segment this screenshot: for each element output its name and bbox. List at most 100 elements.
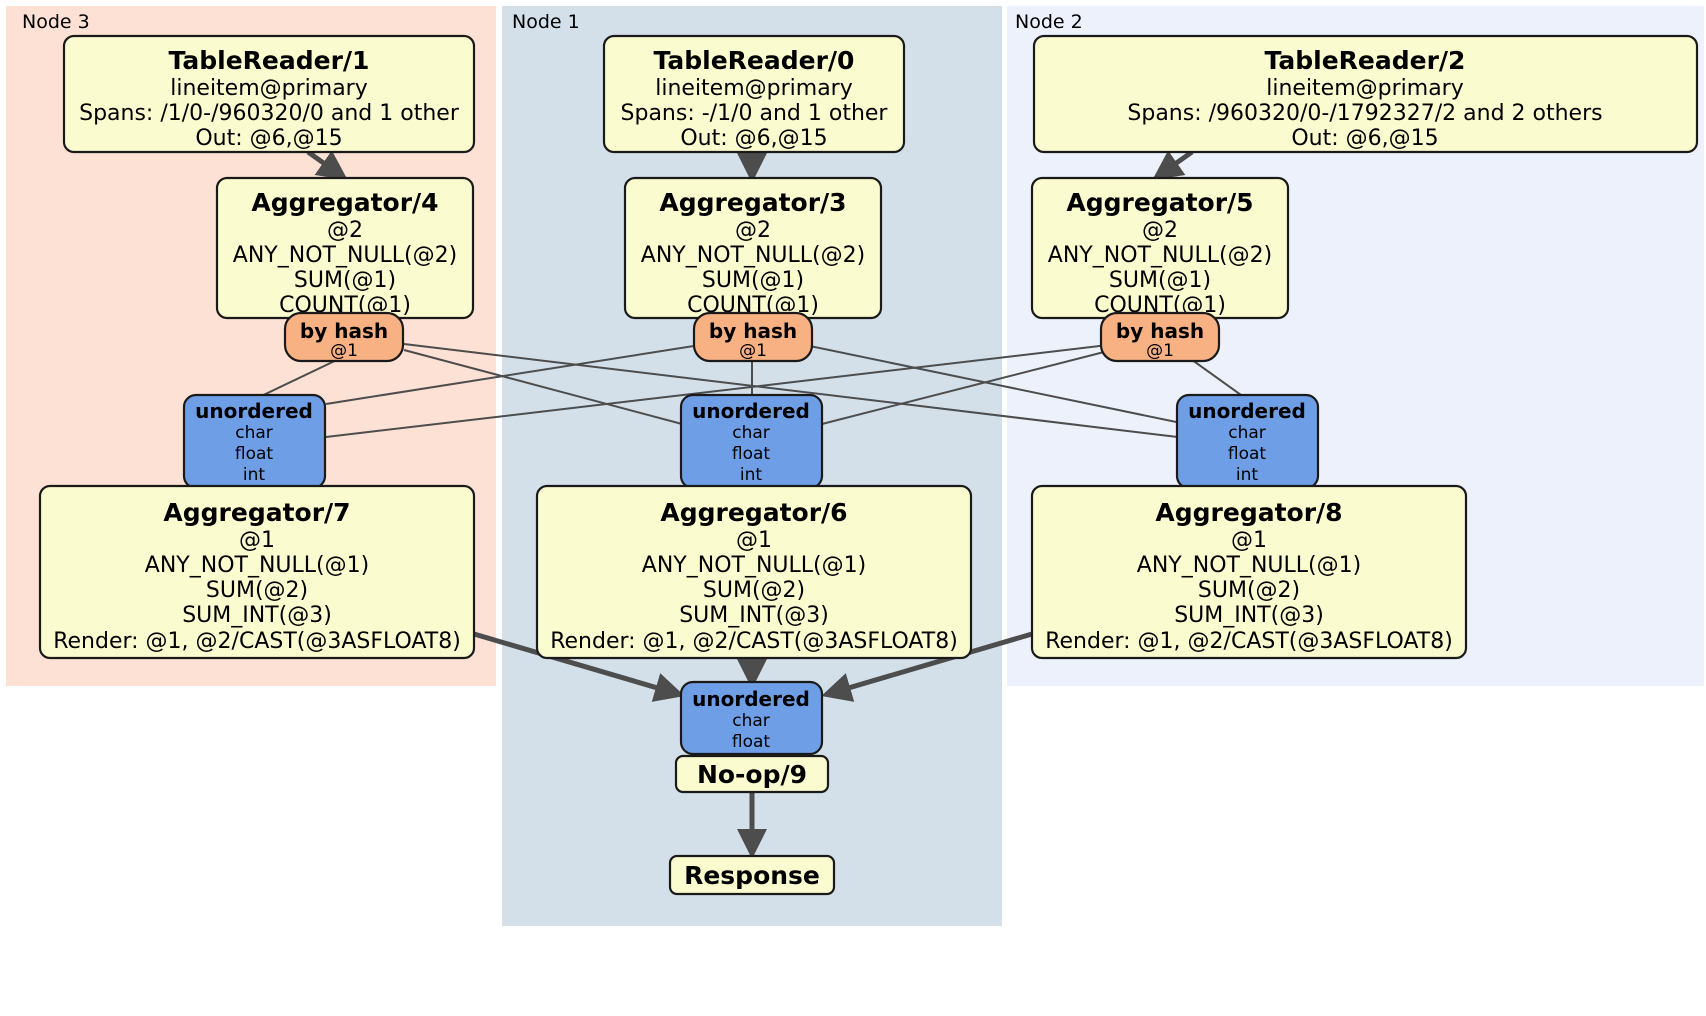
node-unordered-left-title: unordered [195, 399, 313, 423]
node-unordered-center-title: unordered [692, 399, 810, 423]
node-aggregator7-line-2: SUM(@2) [206, 578, 308, 603]
edge-hash-left-to-unordered-left [252, 356, 344, 401]
edge-hash-right-to-unordered-right [1187, 356, 1249, 401]
node-aggregator4[interactable]: Aggregator/4 @2 ANY_NOT_NULL(@2) SUM(@1)… [215, 176, 475, 320]
edge-aggregator8-final-unordered [821, 631, 1033, 702]
node-tablereader2-line-1: Spans: /960320/0-/1792327/2 and 2 others [1127, 101, 1602, 126]
node-byhash-right-box[interactable] [1099, 311, 1221, 363]
edge-hash-center-to-unordered-right [804, 344, 1187, 425]
node-byhash-right-line-0: @1 [1146, 341, 1174, 361]
node-aggregator6-title: Aggregator/6 [660, 498, 847, 527]
node-tablereader1[interactable]: TableReader/1 lineitem@primary Spans: /1… [62, 34, 476, 154]
node-byhash-center-line-0: @1 [739, 341, 767, 361]
node-unordered-center-line-0: char [732, 423, 770, 443]
node-byhash-right-title: by hash [1116, 319, 1204, 343]
node-tablereader0-box[interactable] [602, 34, 906, 154]
node-aggregator6-line-1: ANY_NOT_NULL(@1) [642, 553, 866, 578]
node-tablereader2[interactable]: TableReader/2 lineitem@primary Spans: /9… [1032, 34, 1699, 154]
node-byhash-center[interactable]: by hash @1 [692, 311, 814, 363]
node-unordered-left-line-0: char [235, 423, 273, 443]
node-aggregator7-line-4: Render: @1, @2/CAST(@3ASFLOAT8) [53, 629, 461, 654]
node-aggregator3-line-1: ANY_NOT_NULL(@2) [641, 243, 865, 268]
node-aggregator5-line-2: SUM(@1) [1109, 268, 1211, 293]
node-aggregator5-line-0: @2 [1142, 218, 1178, 243]
node-byhash-left-line-0: @1 [330, 341, 358, 361]
node-aggregator8-line-1: ANY_NOT_NULL(@1) [1137, 553, 1361, 578]
node-aggregator8[interactable]: Aggregator/8 @1 ANY_NOT_NULL(@1) SUM(@2)… [1030, 484, 1468, 660]
node-aggregator7[interactable]: Aggregator/7 @1 ANY_NOT_NULL(@1) SUM(@2)… [38, 484, 476, 660]
node-aggregator8-line-4: Render: @1, @2/CAST(@3ASFLOAT8) [1045, 629, 1453, 654]
edge-hash-center-to-unordered-left [325, 344, 701, 405]
node-aggregator7-line-3: SUM_INT(@3) [182, 603, 332, 628]
node-tablereader2-line-0: lineitem@primary [1266, 76, 1464, 101]
node-aggregator5[interactable]: Aggregator/5 @2 ANY_NOT_NULL(@2) SUM(@1)… [1030, 176, 1290, 320]
node-unordered-center-line-2: int [740, 465, 762, 485]
node-tablereader0[interactable]: TableReader/0 lineitem@primary Spans: -/… [602, 34, 906, 154]
node-unordered-left-line-2: int [243, 465, 265, 485]
node-aggregator8-title: Aggregator/8 [1155, 498, 1342, 527]
node-response-box[interactable] [668, 854, 836, 896]
edge-hash-left-to-unordered-right [403, 343, 1187, 439]
edge-hash-left-to-unordered-center [403, 349, 683, 425]
node-response[interactable]: Response [668, 854, 836, 896]
node-noop9[interactable]: No-op/9 [674, 754, 830, 794]
node-unordered-center[interactable]: unordered char float int [679, 393, 824, 490]
node-unordered-final[interactable]: unordered char float [679, 680, 824, 756]
node-byhash-right[interactable]: by hash @1 [1099, 311, 1221, 363]
node-tablereader1-box[interactable] [62, 34, 476, 154]
node-tablereader2-title: TableReader/2 [1265, 46, 1466, 75]
edge-tablereader1-aggregator4 [306, 149, 348, 181]
edge-aggregator7-final-unordered [473, 631, 685, 702]
node-unordered-final-box[interactable] [679, 680, 824, 756]
node-unordered-right[interactable]: unordered char float int [1175, 393, 1320, 490]
node-aggregator6[interactable]: Aggregator/6 @1 ANY_NOT_NULL(@1) SUM(@2)… [535, 484, 973, 660]
node-response-title: Response [684, 861, 820, 890]
node-unordered-center-line-1: float [732, 444, 771, 464]
node-tablereader0-line-0: lineitem@primary [655, 76, 853, 101]
node-unordered-right-line-0: char [1228, 423, 1266, 443]
node-byhash-left-title: by hash [300, 319, 388, 343]
node-aggregator7-line-1: ANY_NOT_NULL(@1) [145, 553, 369, 578]
node-aggregator6-line-0: @1 [736, 528, 772, 553]
node-aggregator6-box[interactable] [535, 484, 973, 660]
region-node2-label: Node 2 [1015, 11, 1083, 33]
node-tablereader0-line-1: Spans: -/1/0 and 1 other [621, 101, 889, 126]
node-aggregator3[interactable]: Aggregator/3 @2 ANY_NOT_NULL(@2) SUM(@1)… [623, 176, 883, 320]
edge-tablereader2-aggregator5 [1152, 149, 1194, 181]
node-noop9-title: No-op/9 [697, 760, 807, 789]
region-node1-label: Node 1 [512, 11, 580, 33]
node-byhash-center-title: by hash [709, 319, 797, 343]
node-byhash-center-box[interactable] [692, 311, 814, 363]
node-unordered-right-title: unordered [1188, 399, 1306, 423]
node-byhash-left[interactable]: by hash @1 [283, 311, 405, 363]
node-aggregator8-line-2: SUM(@2) [1198, 578, 1300, 603]
edge-hash-right-to-unordered-center [821, 350, 1109, 425]
node-unordered-right-line-1: float [1228, 444, 1267, 464]
node-aggregator5-title: Aggregator/5 [1066, 188, 1253, 217]
node-aggregator4-line-2: SUM(@1) [294, 268, 396, 293]
node-tablereader1-line-0: lineitem@primary [170, 76, 368, 101]
node-aggregator6-line-3: SUM_INT(@3) [679, 603, 829, 628]
node-aggregator3-line-0: @2 [735, 218, 771, 243]
node-aggregator8-line-3: SUM_INT(@3) [1174, 603, 1324, 628]
node-unordered-final-line-0: char [732, 711, 770, 731]
node-aggregator3-title: Aggregator/3 [659, 188, 846, 217]
node-aggregator4-title: Aggregator/4 [251, 188, 438, 217]
node-byhash-left-box[interactable] [283, 311, 405, 363]
node-aggregator7-line-0: @1 [239, 528, 275, 553]
node-tablereader2-box[interactable] [1032, 34, 1699, 154]
node-aggregator6-line-2: SUM(@2) [703, 578, 805, 603]
node-noop9-box[interactable] [674, 754, 830, 794]
node-tablereader0-title: TableReader/0 [654, 46, 855, 75]
node-tablereader1-line-1: Spans: /1/0-/960320/0 and 1 other [79, 101, 460, 126]
node-tablereader2-line-2: Out: @6,@15 [1291, 126, 1438, 151]
node-tablereader1-line-2: Out: @6,@15 [195, 126, 342, 151]
node-tablereader1-title: TableReader/1 [169, 46, 370, 75]
node-aggregator8-box[interactable] [1030, 484, 1468, 660]
node-aggregator4-line-0: @2 [327, 218, 363, 243]
node-aggregator7-box[interactable] [38, 484, 476, 660]
node-aggregator8-line-0: @1 [1231, 528, 1267, 553]
node-unordered-left[interactable]: unordered char float int [182, 393, 327, 490]
